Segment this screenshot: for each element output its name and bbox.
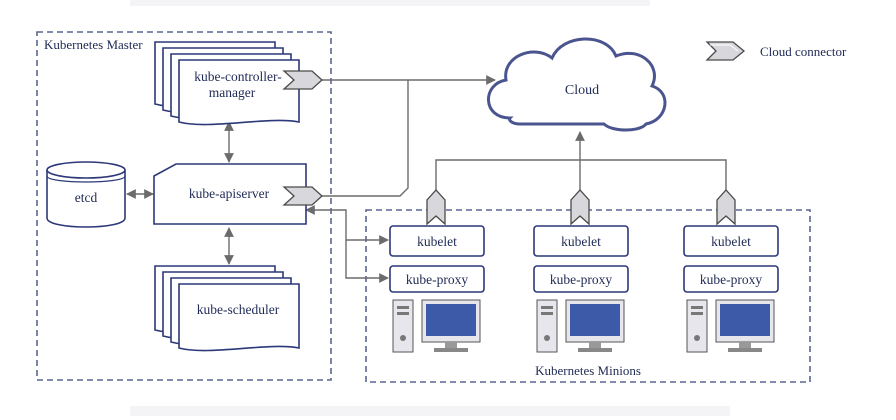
scheduler-label: kube-scheduler: [197, 302, 280, 317]
apiserver-to-cloud-line: [322, 80, 409, 197]
etcd-label: etcd: [75, 190, 98, 205]
minion-2-connector-icon: [570, 189, 590, 226]
minion-1: kubelet kube-proxy: [389, 189, 485, 353]
minions-region-label: Kubernetes Minions: [535, 363, 641, 378]
apiserver-proxy-arrow: [345, 240, 389, 283]
apiserver-kubelet-arrow: [305, 205, 389, 245]
minion-1-proxy-label: kube-proxy: [406, 272, 468, 287]
minion-3-kubelet-box: [683, 225, 779, 257]
master-region: [36, 31, 332, 381]
cloud-label: Cloud: [565, 83, 599, 98]
apiserver-connector-icon: [282, 186, 323, 206]
minion-3-kubelet-label: kubelet: [711, 234, 751, 249]
minion-2-kubelet-label: kubelet: [561, 234, 601, 249]
minion-1-proxy-box: [389, 265, 485, 293]
minion-2-proxy-label: kube-proxy: [550, 272, 612, 287]
minion-1-kubelet-label: kubelet: [417, 234, 457, 249]
bleed-through-top: [130, 0, 650, 6]
minion-3-connector-icon: [716, 189, 736, 226]
minion-2-kubelet-box: [533, 225, 629, 257]
cloud-shape: [487, 37, 667, 132]
controller-manager-box: [178, 59, 300, 126]
minion-3-proxy-box: [683, 265, 779, 293]
controller-manager-label-2: manager: [209, 85, 256, 100]
minion-2: kubelet kube-proxy: [533, 189, 629, 353]
scheduler-stack: [154, 265, 300, 352]
cloud-connector-icon: [705, 41, 746, 61]
minion-2-proxy-box: [533, 265, 629, 293]
controller-manager-stack: [154, 41, 300, 126]
scheduler-box: [178, 283, 300, 352]
legend-label: Cloud connector: [760, 44, 847, 59]
minion-1-kubelet-box: [389, 225, 485, 257]
controller-connector-icon: [282, 70, 323, 90]
minion-1-computer-icon: [392, 299, 481, 353]
master-region-label: Kubernetes Master: [44, 37, 143, 52]
connection-lines: [126, 75, 727, 283]
minion-3: kubelet kube-proxy: [683, 189, 779, 353]
minion-1-connector-icon: [426, 189, 446, 226]
controller-manager-label-1: kube-controller-: [194, 69, 282, 84]
apiserver-label: kube-apiserver: [189, 186, 270, 201]
etcd-cylinder: [46, 161, 126, 228]
minion-3-computer-icon: [686, 299, 775, 353]
minion-2-computer-icon: [536, 299, 625, 353]
minion-3-proxy-label: kube-proxy: [700, 272, 762, 287]
minion-bus-line: [435, 159, 727, 196]
bleed-through-bottom: [130, 406, 730, 416]
